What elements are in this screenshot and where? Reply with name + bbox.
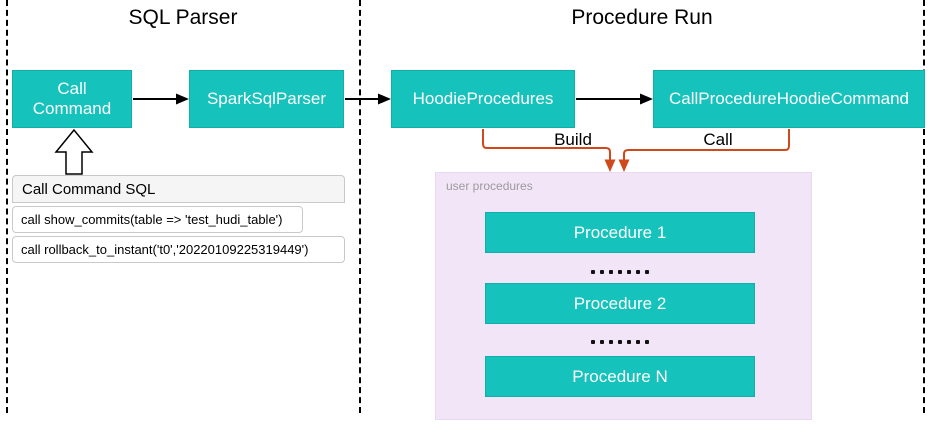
ellipsis-dots — [485, 339, 755, 345]
arrowhead-call — [618, 159, 630, 172]
sql-panel-header: Call Command SQL — [12, 175, 345, 203]
user-procedures-label: user procedures — [446, 179, 533, 193]
node-procedure-2: Procedure 2 — [485, 283, 755, 324]
node-procedure-n: Procedure N — [485, 356, 755, 397]
node-call-command: Call Command — [12, 70, 132, 128]
sql-example-row: call rollback_to_instant('t0','202201092… — [12, 236, 345, 263]
hollow-up-arrow — [54, 128, 94, 175]
lane-divider-middle — [359, 0, 361, 413]
lane-border-right — [923, 0, 925, 413]
lane-border-left — [6, 0, 8, 413]
edge-label-build: Build — [554, 130, 592, 149]
node-procedure-1: Procedure 1 — [485, 212, 755, 253]
edge-label-call: Call — [703, 130, 733, 149]
node-hoodie-procedures: HoodieProcedures — [391, 70, 575, 128]
ellipsis-dots — [485, 269, 755, 275]
arrowhead-build — [604, 159, 616, 172]
lane-title-sql-parser: SQL Parser — [128, 6, 238, 29]
sql-example-row: call show_commits(table => 'test_hudi_ta… — [12, 206, 303, 233]
node-spark-sql-parser: SparkSqlParser — [189, 70, 344, 128]
node-call-procedure-hoodie-command: CallProcedureHoodieCommand — [653, 70, 925, 128]
lane-title-procedure-run: Procedure Run — [571, 6, 713, 29]
